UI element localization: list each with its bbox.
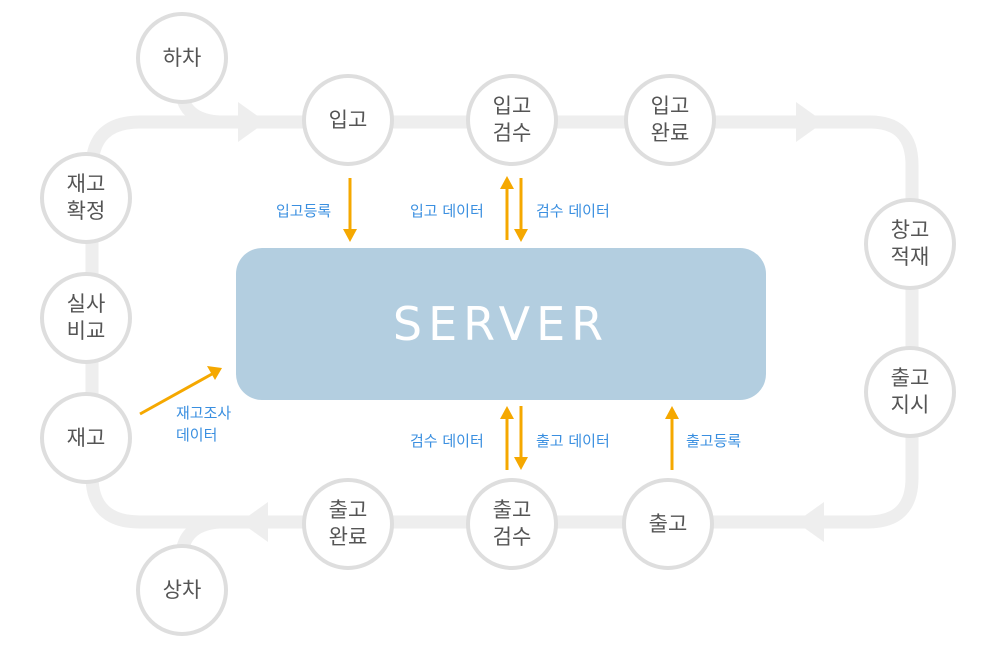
node-label: 입고 <box>328 107 368 132</box>
node-label: 비교 <box>66 319 106 343</box>
node-shipping-complete: 출고 완료 <box>302 478 394 570</box>
node-receiving: 입고 <box>302 74 394 166</box>
node-label: 확정 <box>66 199 106 223</box>
node-label: 하차 <box>162 45 202 70</box>
node-inventory-confirm: 재고 확정 <box>40 152 132 244</box>
node-label: 입고 <box>650 94 690 118</box>
arrowhead-down-icon <box>514 457 528 470</box>
chevron-right-icon <box>238 102 266 142</box>
arrowhead-down-icon <box>343 229 357 242</box>
label-inspection-data-bottom: 검수 데이터 <box>410 432 484 450</box>
node-label: 상차 <box>162 577 202 602</box>
chevron-right-icon <box>796 102 824 142</box>
node-label: 실사 <box>66 292 106 316</box>
node-label: 완료 <box>328 525 368 549</box>
node-label: 출고 <box>492 498 532 522</box>
node-label: 적재 <box>890 245 930 269</box>
arrowhead-diagonal-icon <box>207 366 222 380</box>
node-shipping-order: 출고 지시 <box>864 346 956 438</box>
arrowhead-up-icon <box>500 406 514 419</box>
node-label: 출고 <box>890 366 930 390</box>
server-box: SERVER <box>236 248 766 400</box>
node-loading: 상차 <box>136 544 228 636</box>
arrowhead-down-icon <box>514 229 528 242</box>
label-receiving-register: 입고등록 <box>276 202 332 220</box>
node-receiving-complete: 입고 완료 <box>624 74 716 166</box>
node-physical-comparison: 실사 비교 <box>40 272 132 364</box>
node-label: 검수 <box>492 525 532 549</box>
label-receiving-data: 입고 데이터 <box>410 202 484 220</box>
node-receiving-inspection: 입고 검수 <box>466 74 558 166</box>
node-label: 검수 <box>492 121 532 145</box>
label-shipping-data: 출고 데이터 <box>536 432 610 450</box>
node-shipping-inspection: 출고 검수 <box>466 478 558 570</box>
node-shipping: 출고 <box>622 478 714 570</box>
label-inspection-data-top: 검수 데이터 <box>536 202 610 220</box>
node-label: 입고 <box>492 94 532 118</box>
node-unloading: 하차 <box>136 12 228 104</box>
node-label: 출고 <box>648 511 688 536</box>
label-line: 데이터 <box>176 426 218 444</box>
flow-chevrons <box>238 102 824 542</box>
label-stock-survey-data: 재고조사 데이터 <box>176 402 231 446</box>
node-label: 출고 <box>328 498 368 522</box>
label-line: 재고조사 <box>176 404 232 422</box>
track-loop <box>85 115 919 529</box>
data-arrows <box>139 176 679 470</box>
arrow-stock-survey <box>139 372 213 416</box>
node-label: 창고 <box>890 218 930 242</box>
node-warehouse-loading: 창고 적재 <box>864 198 956 290</box>
node-label: 완료 <box>650 121 690 145</box>
node-inventory: 재고 <box>40 392 132 484</box>
arrowhead-up-icon <box>665 406 679 419</box>
label-shipping-register: 출고등록 <box>686 432 742 450</box>
node-label: 재고 <box>66 172 106 196</box>
chevron-left-icon <box>796 502 824 542</box>
arrowhead-up-icon <box>500 176 514 189</box>
node-label: 재고 <box>66 425 106 450</box>
server-label: SERVER <box>392 297 610 351</box>
node-label: 지시 <box>890 393 930 417</box>
chevron-left-icon <box>240 502 268 542</box>
